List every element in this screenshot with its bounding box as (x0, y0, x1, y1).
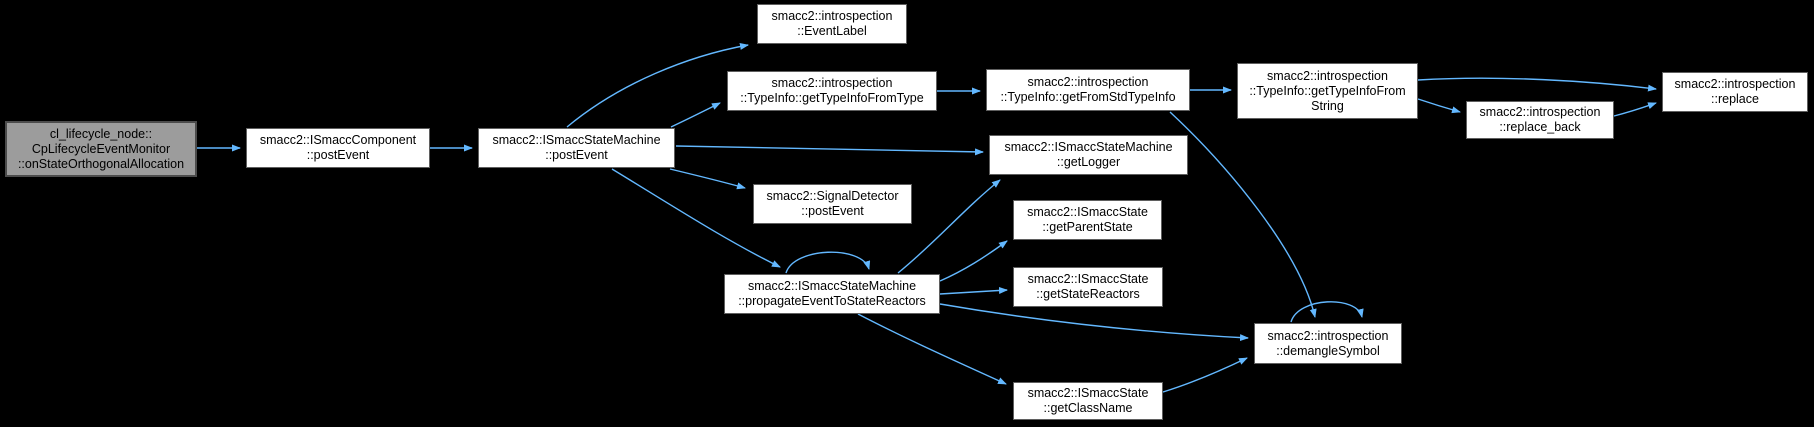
edge-postevent-to-propagateeventtostatereactors (611, 168, 781, 268)
node-replace-back[interactable]: smacc2::introspection ::replace_back (1466, 101, 1614, 139)
edge-postevent-to-gettypeinfofromtype (670, 102, 721, 128)
node-ismacccomponent-postevent[interactable]: smacc2::ISmaccComponent ::postEvent (246, 128, 430, 168)
node-ismaccstate-getparentstate[interactable]: smacc2::ISmaccState ::getParentState (1013, 200, 1162, 240)
edge-replace-back-to-replace (1613, 102, 1657, 117)
node-signaldetector-postevent[interactable]: smacc2::SignalDetector ::postEvent (753, 184, 912, 224)
edge-propagateeventtostatereactors-to-getstatereactors (939, 286, 1008, 295)
edge-postevent-to-eventlabel (566, 43, 749, 128)
node-ismaccstatemachine-postevent[interactable]: smacc2::ISmaccStateMachine ::postEvent (478, 128, 675, 168)
node-ismaccstatemachine-getlogger[interactable]: smacc2::ISmaccStateMachine ::getLogger (989, 135, 1188, 175)
node-gettypeinfofromtype[interactable]: smacc2::introspection ::TypeInfo::getTyp… (727, 71, 937, 111)
edge-getfromstdtypeinfo-to-demanglesymbol (1169, 111, 1317, 318)
node-getfromstdtypeinfo[interactable]: smacc2::introspection ::TypeInfo::getFro… (986, 69, 1190, 111)
edge-gettypeinfofromstring-to-replace (1417, 77, 1657, 92)
edge-postevent-to-signaldetector-postevent (669, 168, 746, 190)
edge-propagateeventtostatereactors-to-getlogger (897, 179, 1001, 274)
node-replace[interactable]: smacc2::introspection ::replace (1662, 72, 1808, 112)
edge-getclassname-to-demanglesymbol (1162, 357, 1248, 393)
edge-gettypeinfofromstring-to-replace-back (1417, 98, 1461, 114)
node-demanglesymbol[interactable]: smacc2::introspection ::demangleSymbol (1254, 323, 1402, 364)
edge-propagateeventtostatereactors-self-loop (785, 251, 871, 274)
node-ismaccstate-getclassname[interactable]: smacc2::ISmaccState ::getClassName (1013, 382, 1163, 420)
node-eventlabel[interactable]: smacc2::introspection ::EventLabel (757, 4, 907, 44)
edge-propagateeventtostatereactors-to-getparentstate (939, 240, 1008, 282)
edge-demanglesymbol-self-loop (1290, 301, 1364, 323)
node-gettypeinfofromstring[interactable]: smacc2::introspection ::TypeInfo::getTyp… (1237, 63, 1418, 119)
node-ismaccstate-getstatereactors[interactable]: smacc2::ISmaccState ::getStateReactors (1013, 267, 1163, 307)
edge-propagateeventtostatereactors-to-demanglesymbol (939, 303, 1249, 342)
node-propagateeventtostatereactors[interactable]: smacc2::ISmaccStateMachine ::propagateEv… (724, 274, 940, 314)
edge-propagateeventtostatereactors-to-getclassname (857, 313, 1007, 385)
node-onstateorthogonalallocation: cl_lifecycle_node:: CpLifecycleEventMoni… (5, 121, 197, 177)
edge-postevent-to-getlogger (675, 145, 984, 156)
